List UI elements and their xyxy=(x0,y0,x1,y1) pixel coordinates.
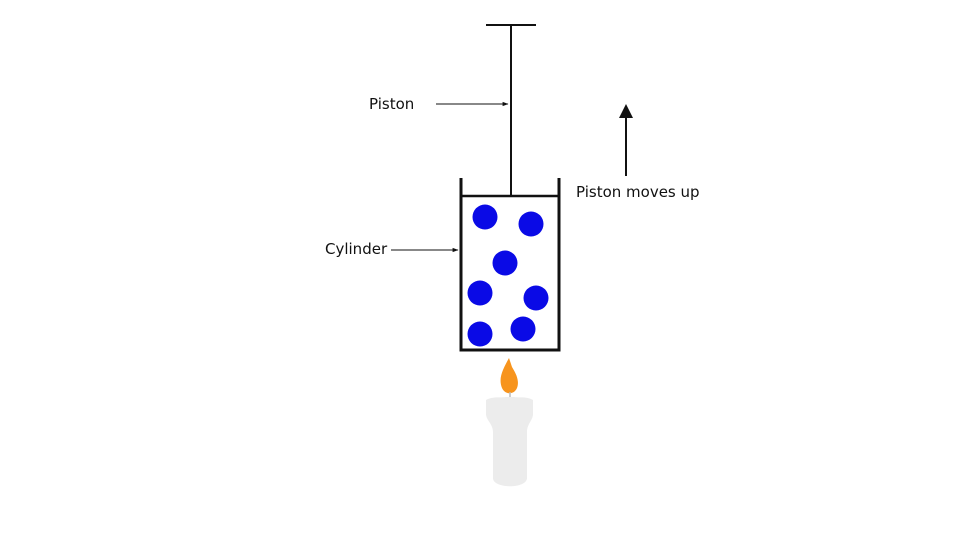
piston-label: Piston xyxy=(369,95,414,113)
cylinder-wall xyxy=(459,178,561,352)
cylinder-callout: Cylinder xyxy=(325,240,459,258)
arrow-up-icon xyxy=(619,104,633,118)
candle-flame-icon xyxy=(500,358,518,394)
gas-particle xyxy=(467,280,493,306)
gas-particles xyxy=(467,204,549,347)
gas-particle xyxy=(492,250,518,276)
cylinder-label: Cylinder xyxy=(325,240,388,258)
gas-particle xyxy=(510,316,536,342)
gas-particle xyxy=(472,204,498,230)
piston-callout: Piston xyxy=(369,95,509,113)
gas-particle xyxy=(467,321,493,347)
cylinder xyxy=(459,178,561,352)
candle xyxy=(486,358,533,487)
candle-body xyxy=(486,397,533,487)
gas-particle xyxy=(518,211,544,237)
motion-label: Piston moves up xyxy=(576,183,700,201)
piston xyxy=(461,24,559,198)
motion-indicator: Piston moves up xyxy=(576,104,700,201)
gas-particle xyxy=(523,285,549,311)
